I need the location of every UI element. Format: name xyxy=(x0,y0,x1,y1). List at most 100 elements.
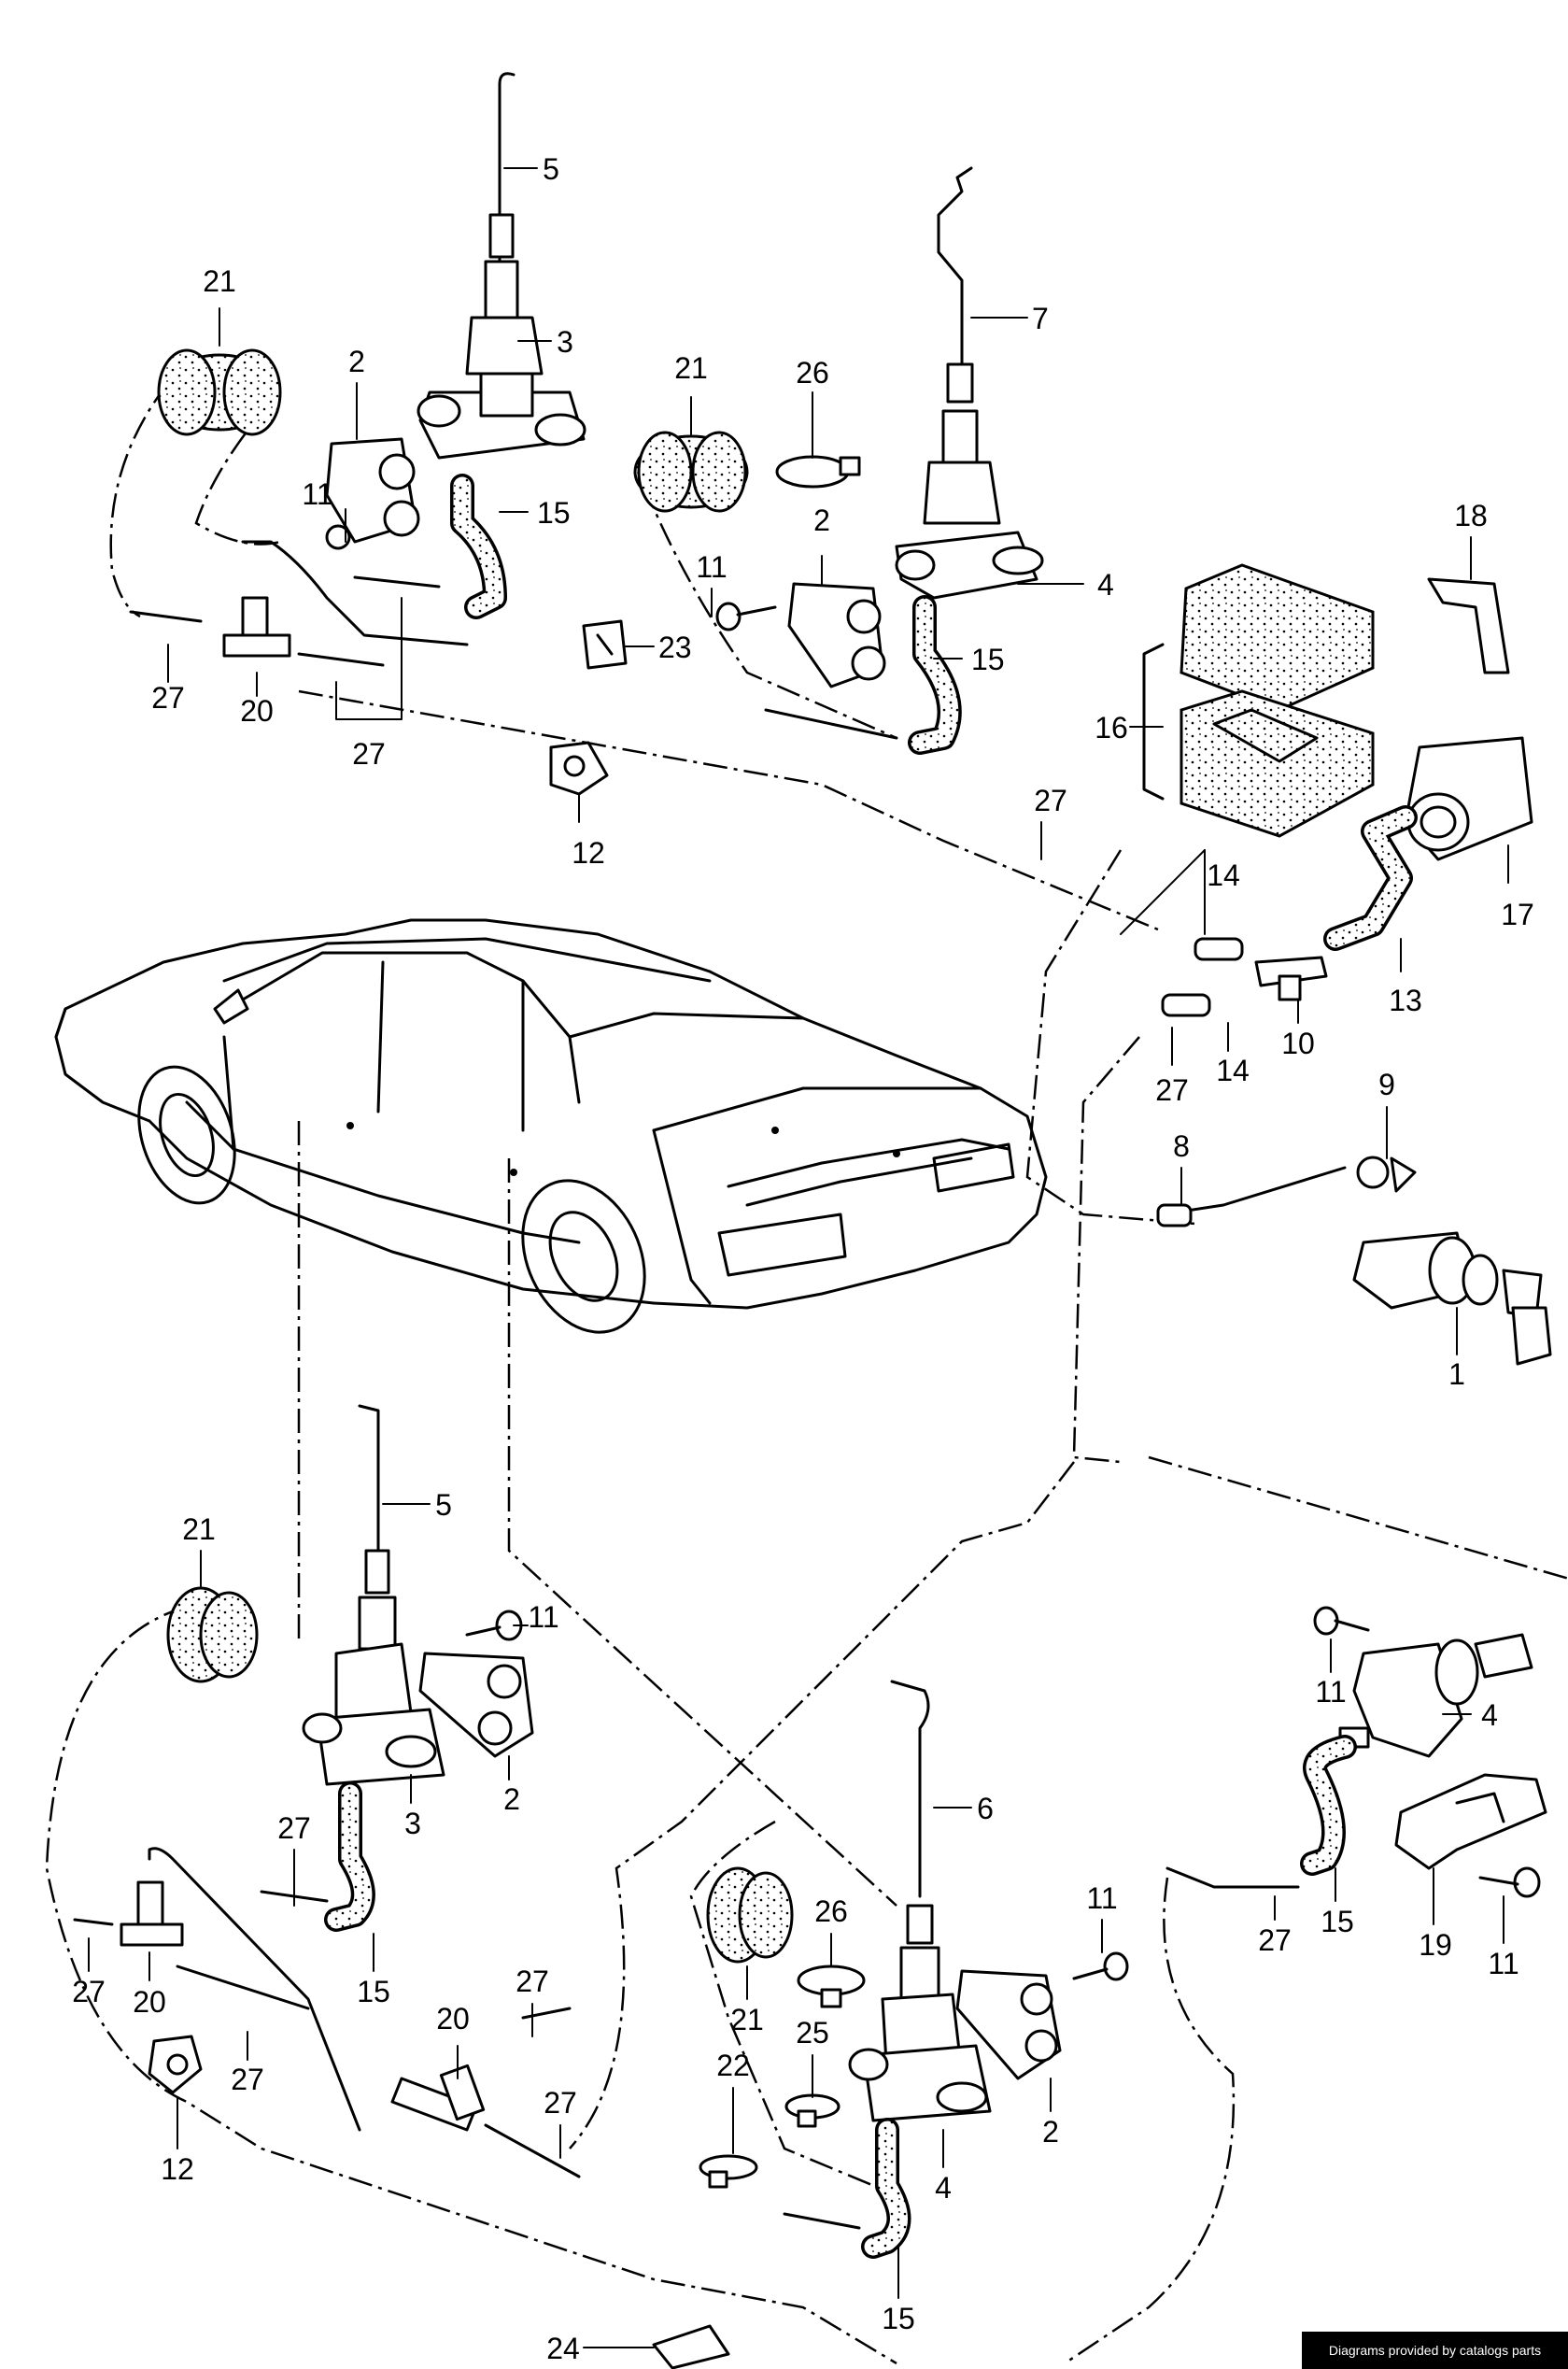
actuator-4-br xyxy=(1313,1606,1533,1758)
callout-9: 9 xyxy=(1378,1068,1395,1101)
clip-12-bl xyxy=(148,2035,203,2094)
callout-20: 20 xyxy=(133,1985,166,2019)
bracket-2-tl xyxy=(325,437,420,550)
hose-15-br xyxy=(1165,1735,1357,1889)
boot-21-bl xyxy=(166,1586,259,1683)
callout-22: 22 xyxy=(716,2049,750,2082)
clip-12-top xyxy=(549,741,609,796)
callout-27: 27 xyxy=(544,2086,577,2120)
callout-1: 1 xyxy=(1448,1357,1465,1391)
callout-2: 2 xyxy=(348,345,365,378)
callout-25: 25 xyxy=(796,2016,829,2050)
boot-21-tl xyxy=(157,348,282,436)
clamp-26-top xyxy=(775,455,861,489)
actuator-4-bc xyxy=(848,1680,992,2122)
callout-14: 14 xyxy=(1207,858,1240,892)
callout-27: 27 xyxy=(1155,1073,1189,1107)
callout-23: 23 xyxy=(658,631,692,664)
callout-8: 8 xyxy=(1173,1129,1190,1163)
foam-box-16 xyxy=(1142,563,1375,838)
boot-21-tc xyxy=(633,431,749,513)
callout-13: 13 xyxy=(1389,984,1422,1017)
callout-7: 7 xyxy=(1032,302,1049,335)
callout-15: 15 xyxy=(971,643,1005,676)
lock-cylinder-1 xyxy=(1352,1231,1552,1366)
callout-15: 15 xyxy=(882,2302,915,2335)
callout-21: 21 xyxy=(182,1512,216,1546)
clamps-bottom xyxy=(699,1965,866,2189)
boot-21-bc xyxy=(706,1866,794,1964)
hose-15-tc xyxy=(764,595,962,755)
callout-2: 2 xyxy=(1042,2115,1059,2149)
callout-27: 27 xyxy=(1258,1923,1292,1957)
pump-17 xyxy=(1404,736,1533,861)
callout-19: 19 xyxy=(1419,1928,1452,1962)
callout-15: 15 xyxy=(537,496,571,530)
callouts: 5 3 21 2 11 15 27 20 27 12 21 26 7 2 4 1… xyxy=(72,152,1534,2365)
screw-11-br2 xyxy=(1478,1866,1541,1898)
callout-27: 27 xyxy=(277,1811,311,1845)
credit-label: Diagrams provided by catalogs parts xyxy=(1302,2332,1568,2369)
actuator-3-top xyxy=(417,72,586,460)
callout-10: 10 xyxy=(1281,1027,1315,1060)
callout-11: 11 xyxy=(696,550,727,584)
callout-18: 18 xyxy=(1454,499,1488,532)
callout-12: 12 xyxy=(572,836,605,870)
callout-20: 20 xyxy=(436,2002,470,2036)
callout-11: 11 xyxy=(528,1600,558,1634)
tpiece-20-bm xyxy=(390,2007,581,2178)
rod-8 xyxy=(1156,1156,1417,1227)
bracket-2-bl xyxy=(418,1652,534,1758)
callout-27: 27 xyxy=(72,1975,106,2008)
callout-3: 3 xyxy=(404,1807,421,1840)
callout-2: 2 xyxy=(813,504,830,537)
callout-11: 11 xyxy=(1488,1947,1519,1980)
callout-2: 2 xyxy=(503,1782,520,1816)
bracket-18 xyxy=(1427,577,1510,674)
callout-5: 5 xyxy=(543,152,559,186)
tpiece-20-bl xyxy=(73,1847,361,2132)
callout-20: 20 xyxy=(240,694,274,728)
callout-21: 21 xyxy=(730,2003,764,2036)
callout-26: 26 xyxy=(814,1894,848,1928)
leader-lines xyxy=(88,167,1509,2348)
callout-17: 17 xyxy=(1501,898,1534,931)
callout-12: 12 xyxy=(161,2152,194,2186)
callout-4: 4 xyxy=(1481,1698,1498,1732)
car-outline xyxy=(54,918,1048,1334)
hose-15-tl xyxy=(450,474,507,619)
callout-4: 4 xyxy=(935,2171,952,2205)
callout-27: 27 xyxy=(151,681,185,715)
callout-21: 21 xyxy=(674,351,708,385)
callout-27: 27 xyxy=(231,2063,264,2096)
clip-24 xyxy=(652,2324,730,2369)
callout-26: 26 xyxy=(796,356,829,390)
tpiece-20-tl xyxy=(129,540,469,667)
callout-16: 16 xyxy=(1095,711,1128,745)
callout-15: 15 xyxy=(357,1975,390,2008)
callout-21: 21 xyxy=(203,264,236,298)
bracket-2-bc xyxy=(955,1969,1062,2080)
connectors-14-10 xyxy=(1161,937,1328,1017)
screw-11-bc xyxy=(1072,1951,1129,1981)
bracket-19 xyxy=(1394,1773,1547,1870)
clip-23 xyxy=(582,619,628,670)
callout-11: 11 xyxy=(1086,1881,1117,1915)
hose-13 xyxy=(1323,805,1418,951)
actuator-3-bl xyxy=(302,1404,445,1786)
callout-11: 11 xyxy=(302,477,332,511)
callout-15: 15 xyxy=(1321,1905,1354,1938)
hose-15-bc xyxy=(783,2118,911,2259)
callout-14: 14 xyxy=(1216,1054,1250,1087)
actuator-4-tc xyxy=(895,166,1044,600)
callout-27: 27 xyxy=(516,1965,549,1998)
callout-6: 6 xyxy=(977,1792,994,1825)
callout-27: 27 xyxy=(352,737,386,771)
screw-11-tc xyxy=(715,602,777,631)
callout-11: 11 xyxy=(1315,1675,1346,1709)
callout-27: 27 xyxy=(1034,784,1067,817)
callout-4: 4 xyxy=(1097,568,1114,602)
bracket-2-tc xyxy=(787,582,886,688)
vacuum-lines xyxy=(45,382,1568,2365)
